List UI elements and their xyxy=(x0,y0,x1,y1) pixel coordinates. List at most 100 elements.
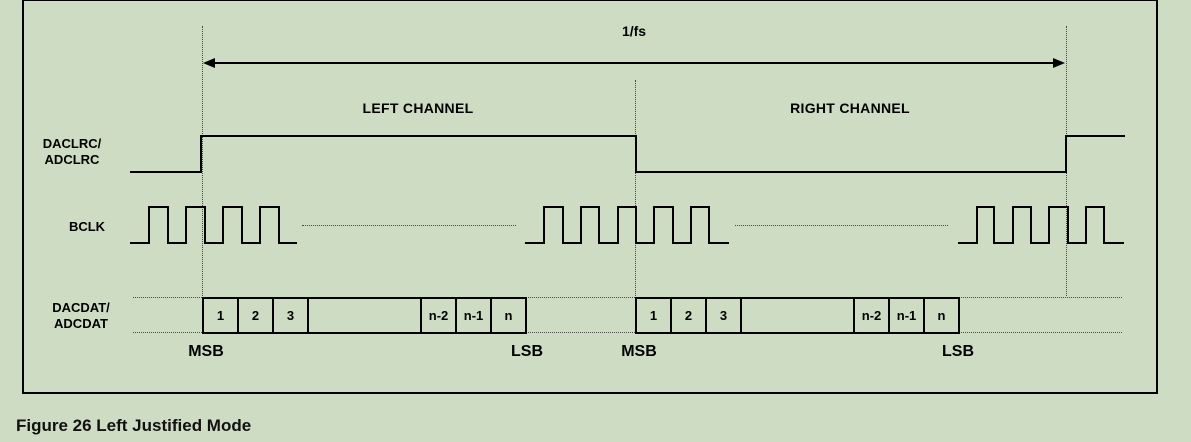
left-data-cell: 1 xyxy=(202,297,239,334)
bclk-rising-edge xyxy=(1085,206,1087,244)
bclk-falling-edge xyxy=(278,206,280,244)
left-msb-label: MSB xyxy=(188,343,224,360)
bclk-rising-edge xyxy=(617,206,619,244)
bclk-falling-edge xyxy=(708,206,710,244)
bclk-continuation-dotted-line xyxy=(302,225,516,226)
dacdat-label-line1: DACDAT/ xyxy=(52,300,110,315)
dacdat-bottom-rail-dotted-line xyxy=(956,332,1122,333)
bclk-high-segment xyxy=(653,206,674,208)
bclk-low-segment xyxy=(130,242,150,244)
left-lsb-label: LSB xyxy=(511,343,543,360)
bclk-low-segment xyxy=(204,242,224,244)
daclrc-label-line2: ADCLRC xyxy=(44,152,100,167)
left-data-cell xyxy=(307,297,422,334)
period-label: 1/fs xyxy=(621,23,647,39)
bclk-high-segment xyxy=(690,206,710,208)
bclk-rising-edge xyxy=(580,206,582,244)
bclk-low-segment xyxy=(241,242,261,244)
channel-boundary-dotted-line xyxy=(635,80,636,296)
period-arrowhead-left-icon xyxy=(203,58,215,68)
bclk-falling-edge xyxy=(1103,206,1105,244)
left-channel-start-dotted-line xyxy=(202,26,203,296)
dacdat-top-rail-dotted-line xyxy=(525,297,637,298)
left-data-cell: 3 xyxy=(272,297,309,334)
bclk-rising-edge xyxy=(543,206,545,244)
bclk-high-segment xyxy=(185,206,206,208)
right-channel-label: RIGHT CHANNEL xyxy=(790,100,910,116)
bclk-label: BCLK xyxy=(68,219,106,234)
left-data-cell: n xyxy=(490,297,527,334)
bclk-rising-edge xyxy=(690,206,692,244)
bclk-continuation-dotted-line xyxy=(735,225,948,226)
bclk-low-segment xyxy=(1030,242,1050,244)
diagram-frame xyxy=(22,0,1158,394)
bclk-rising-edge xyxy=(148,206,150,244)
right-data-cell: n xyxy=(923,297,960,334)
bclk-rising-edge xyxy=(1012,206,1014,244)
daclrc-label-line1: DACLRC/ xyxy=(42,136,102,151)
right-data-cell: n-2 xyxy=(853,297,890,334)
daclrc-rising-edge xyxy=(1065,135,1067,173)
right-data-cell: 1 xyxy=(635,297,672,334)
bclk-falling-edge xyxy=(562,206,564,244)
bclk-low-segment xyxy=(993,242,1014,244)
figure-caption: Figure 26 Left Justified Mode xyxy=(16,416,252,435)
left-channel-label: LEFT CHANNEL xyxy=(362,100,474,116)
bclk-low-segment xyxy=(672,242,692,244)
dacdat-top-rail-dotted-line xyxy=(956,297,1122,298)
bclk-high-segment xyxy=(976,206,995,208)
bclk-falling-edge xyxy=(1030,206,1032,244)
bclk-low-segment xyxy=(708,242,729,244)
bclk-low-segment xyxy=(562,242,582,244)
right-data-cell: 3 xyxy=(705,297,742,334)
bclk-high-segment xyxy=(543,206,564,208)
daclrc-adclrc-label: DACLRC/ ADCLRC xyxy=(32,136,112,168)
bclk-falling-edge xyxy=(1067,206,1069,244)
bclk-rising-edge xyxy=(259,206,261,244)
bclk-falling-edge xyxy=(672,206,674,244)
right-data-cell: n-1 xyxy=(888,297,925,334)
bclk-high-segment xyxy=(148,206,169,208)
bclk-high-segment xyxy=(617,206,637,208)
dacdat-bottom-rail-dotted-line xyxy=(525,332,637,333)
daclrc-high-segment xyxy=(200,135,637,137)
bclk-high-segment xyxy=(1012,206,1032,208)
bclk-falling-edge xyxy=(241,206,243,244)
bclk-low-segment xyxy=(598,242,619,244)
bclk-low-segment xyxy=(1067,242,1087,244)
right-data-cell xyxy=(740,297,855,334)
bclk-low-segment xyxy=(167,242,187,244)
bclk-high-segment xyxy=(222,206,243,208)
dacdat-adcdat-label: DACDAT/ ADCDAT xyxy=(41,300,121,332)
bclk-low-segment xyxy=(278,242,297,244)
period-arrowhead-right-icon xyxy=(1053,58,1065,68)
bclk-high-segment xyxy=(1085,206,1105,208)
daclrc-high-segment xyxy=(1065,135,1125,137)
dacdat-bottom-rail-dotted-line xyxy=(133,332,202,333)
daclrc-low-segment xyxy=(130,171,202,173)
bclk-rising-edge xyxy=(1048,206,1050,244)
right-lsb-label: LSB xyxy=(942,343,974,360)
bclk-rising-edge xyxy=(976,206,978,244)
bclk-falling-edge xyxy=(204,206,206,244)
left-data-cell: n-1 xyxy=(455,297,492,334)
bclk-falling-edge xyxy=(167,206,169,244)
bclk-falling-edge xyxy=(993,206,995,244)
dacdat-top-rail-dotted-line xyxy=(133,297,202,298)
bclk-rising-edge xyxy=(653,206,655,244)
bclk-low-segment xyxy=(958,242,978,244)
bclk-low-segment xyxy=(525,242,545,244)
period-arrow-line xyxy=(211,62,1057,64)
right-msb-label: MSB xyxy=(621,343,657,360)
bclk-low-segment xyxy=(635,242,655,244)
bclk-high-segment xyxy=(580,206,600,208)
dacdat-label-line2: ADCDAT xyxy=(54,316,108,331)
bclk-high-segment xyxy=(1048,206,1069,208)
bclk-low-segment xyxy=(1103,242,1124,244)
bclk-rising-edge xyxy=(185,206,187,244)
daclrc-low-segment xyxy=(635,171,1067,173)
daclrc-rising-edge xyxy=(200,135,202,173)
bclk-falling-edge xyxy=(598,206,600,244)
bclk-falling-edge xyxy=(635,206,637,244)
right-data-cell: 2 xyxy=(670,297,707,334)
